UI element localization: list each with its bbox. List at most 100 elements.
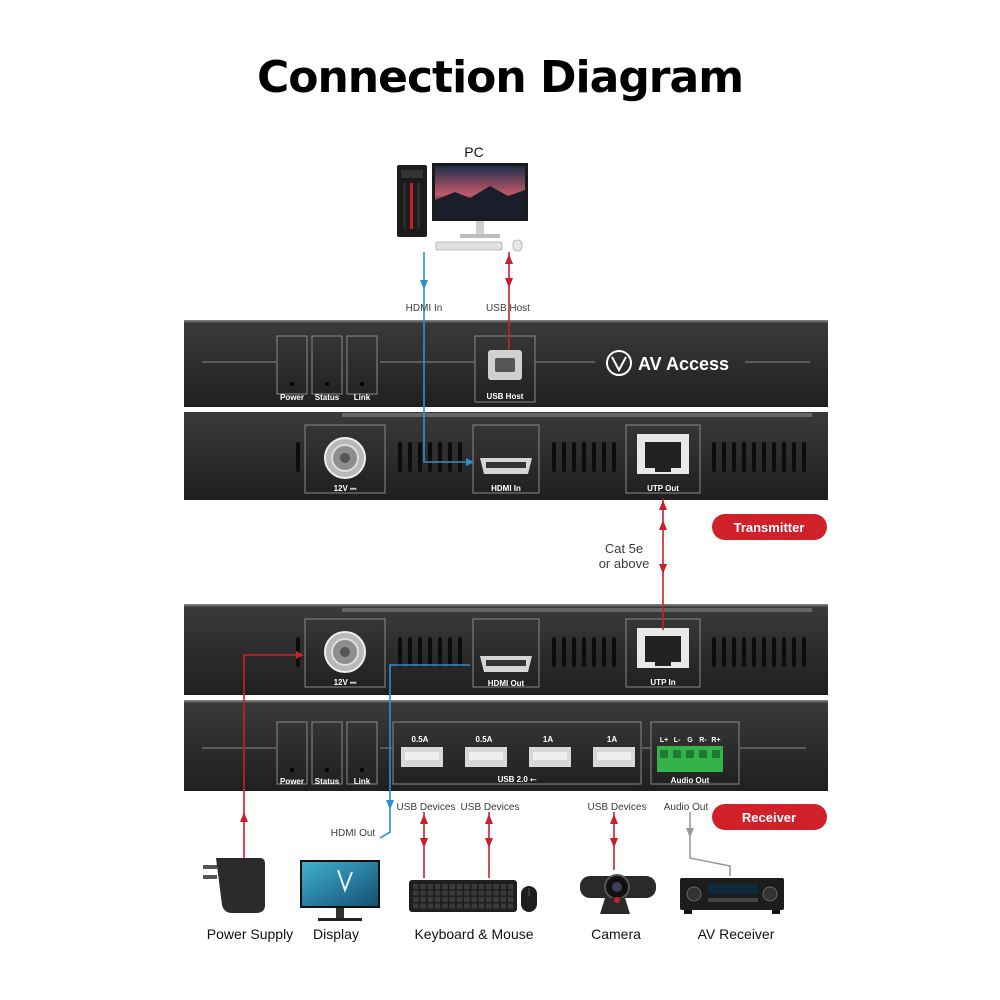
rx-usb-group-label: USB 2.0 ⭠	[498, 775, 537, 784]
pc-label: PC	[464, 144, 483, 160]
pc-group: PC	[397, 144, 528, 252]
rx-hdmi-out-port: HDMI Out	[472, 618, 540, 688]
keyboard-key	[413, 897, 419, 902]
keyboard-key	[507, 897, 514, 902]
keyboard-key	[449, 884, 455, 889]
vent-slot	[582, 637, 586, 667]
tx-indicator-power: Power	[276, 335, 308, 402]
vent-slot	[408, 442, 412, 472]
av-access-logo: AV Access	[606, 350, 729, 376]
keyboard-key	[493, 897, 499, 902]
rx-utp-in-label: UTP In	[650, 678, 675, 687]
keyboard-key	[478, 890, 485, 896]
vent-slot	[732, 637, 736, 667]
keyboard-key	[507, 890, 514, 896]
vent-slot	[712, 637, 716, 667]
display-icon	[300, 860, 380, 921]
rx-status-label: Status	[315, 777, 340, 786]
rx-usb-port-1: 0.5A	[401, 735, 443, 767]
tx-link-label: Link	[354, 393, 371, 402]
tx-utp-out-label: UTP Out	[647, 484, 679, 493]
hdmi-out-cable-label: HDMI Out	[331, 828, 376, 839]
vent-slot	[792, 637, 796, 667]
keyboard-key	[449, 897, 455, 902]
keyboard-key	[413, 884, 419, 889]
audio-pin-5: R+	[711, 737, 720, 744]
keyboard-key	[442, 903, 448, 909]
rx-power-label: Power	[280, 777, 304, 786]
rx-indicator-status: Status	[311, 721, 343, 786]
pc-keyboard-icon	[435, 239, 523, 252]
vent-slot	[562, 637, 566, 667]
keyboard-key	[456, 884, 463, 889]
keyboard-key	[507, 884, 514, 889]
keyboard-key	[420, 890, 426, 896]
av-receiver-icon	[680, 878, 784, 914]
keyboard-key	[478, 884, 485, 889]
keyboard-key	[471, 903, 477, 909]
vent-slot	[612, 637, 616, 667]
rx-usb-port-4: 1A	[593, 735, 635, 767]
vent-slot	[592, 637, 596, 667]
tx-usb-host-label: USB Host	[487, 392, 524, 401]
keyboard-key	[434, 884, 441, 889]
tx-12v-label: 12V ⎓	[334, 484, 357, 493]
tx-power-jack: 12V ⎓	[304, 424, 386, 494]
power-adapter-icon	[203, 858, 265, 913]
rx-power-jack: 12V ⎓	[304, 618, 386, 688]
rx-indicator-power: Power	[276, 721, 308, 786]
keyboard-key	[478, 903, 485, 909]
av-receiver-label: AV Receiver	[698, 926, 775, 942]
usb-devices-label-2: USB Devices	[461, 802, 520, 813]
keyboard-key	[456, 890, 463, 896]
camera: Camera	[580, 874, 656, 942]
keyboard-key	[442, 890, 448, 896]
keyboard-key	[442, 897, 448, 902]
keyboard-key	[500, 897, 507, 902]
brand-name: AV Access	[638, 354, 729, 374]
vent-slot	[448, 637, 452, 667]
audio-pin-3: G	[687, 737, 693, 744]
vent-slot	[458, 637, 462, 667]
keyboard-icon	[409, 880, 517, 912]
receiver-badge-label: Receiver	[742, 810, 796, 825]
tx-vent-slots	[296, 442, 806, 472]
vent-slot	[602, 637, 606, 667]
keyboard-key	[486, 884, 492, 889]
camera-icon	[580, 874, 656, 914]
vent-slot	[802, 637, 806, 667]
rx-audio-out-label: Audio Out	[671, 776, 710, 785]
usb-host-cable-label: USB Host	[486, 303, 530, 314]
rx-usb-port-2: 0.5A	[465, 735, 507, 767]
keyboard-key	[464, 903, 470, 909]
receiver-top-panel: 12V ⎓ HDMI Out UTP In	[184, 604, 828, 695]
keyboard-key	[464, 897, 470, 902]
vent-slot	[772, 637, 776, 667]
vent-slot	[572, 442, 576, 472]
rx-usb-rating-2: 0.5A	[476, 735, 493, 744]
vent-slot	[782, 637, 786, 667]
hdmi-in-cable-label: HDMI In	[406, 303, 443, 314]
hdmi-out-cable	[379, 664, 470, 839]
tx-indicator-status: Status	[311, 335, 343, 402]
keyboard-key	[442, 884, 448, 889]
vent-slot	[458, 442, 462, 472]
tx-power-label: Power	[280, 393, 304, 402]
vent-slot	[572, 637, 576, 667]
vent-slot	[712, 442, 716, 472]
transmitter-bottom-panel: 12V ⎓ HDMI In UTP Out	[184, 412, 828, 500]
keyboard-key	[478, 897, 485, 902]
keyboard-key	[449, 890, 455, 896]
keyboard-key	[471, 897, 477, 902]
keyboard-key	[427, 890, 434, 896]
keyboard-key	[434, 903, 441, 909]
rx-audio-out-terminal: L+ L- G R- R+ Audio Out	[650, 721, 740, 785]
vent-slot	[722, 637, 726, 667]
vent-slot	[742, 637, 746, 667]
page-title: Connection Diagram	[256, 52, 744, 103]
monitor-icon	[432, 163, 528, 238]
vent-slot	[742, 442, 746, 472]
keyboard-key	[420, 884, 426, 889]
vent-slot	[772, 442, 776, 472]
